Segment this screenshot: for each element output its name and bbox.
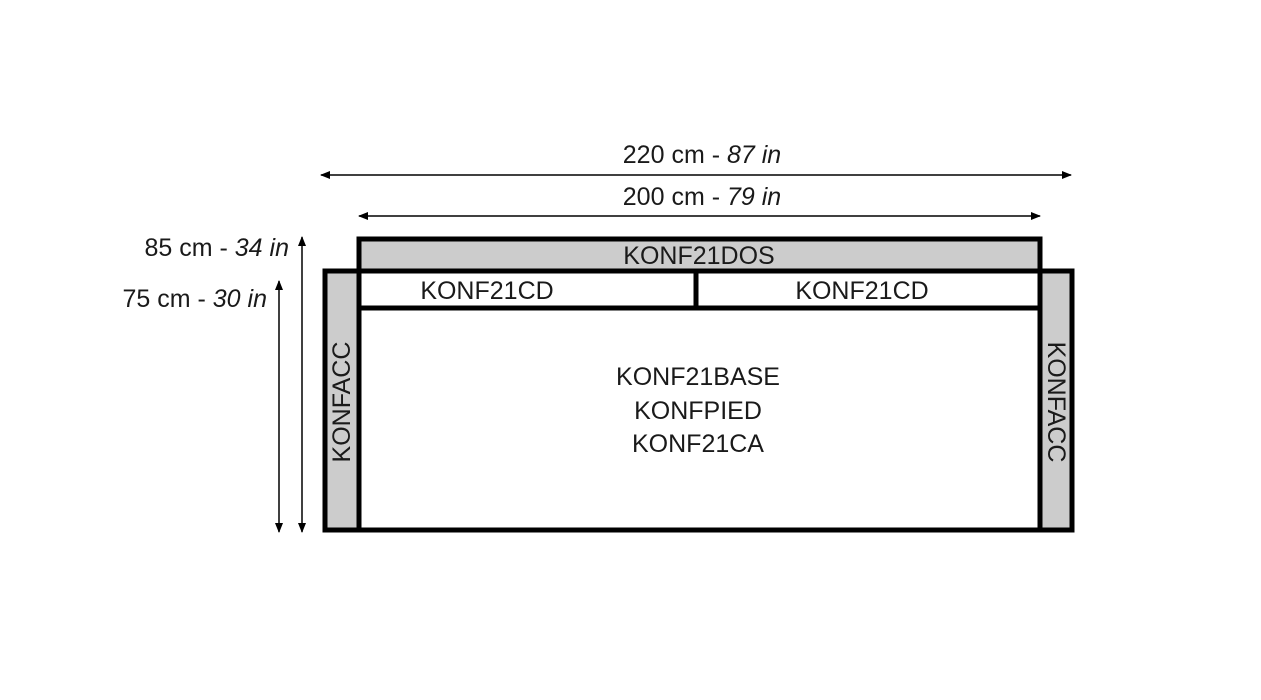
dim-height-total-in: 34 in xyxy=(235,234,289,262)
arm-right-panel xyxy=(1037,268,1075,533)
dim-width-inner-in: 79 in xyxy=(727,183,781,211)
cushion-right-panel xyxy=(693,268,1043,311)
dim-width-inner-sep: - xyxy=(705,183,727,211)
dim-height-seat-sep: - xyxy=(191,285,213,313)
dim-height-total-cm: 85 cm xyxy=(144,234,212,262)
dim-width-total-sep: - xyxy=(705,141,727,169)
cushion-right-label: KONF21CD xyxy=(795,277,928,305)
base-label-3: KONF21CA xyxy=(632,430,764,458)
base-label-2: KONFPIED xyxy=(634,397,762,425)
dim-width-total-in: 87 in xyxy=(727,141,781,169)
base-label-1: KONF21BASE xyxy=(616,363,780,391)
backrest-panel xyxy=(356,236,1043,274)
dim-width-total-cm: 220 cm xyxy=(623,141,705,169)
arm-left-panel xyxy=(322,268,362,533)
dim-height-seat-cm: 75 cm xyxy=(122,285,190,313)
dim-width-inner-cm: 200 cm xyxy=(623,183,705,211)
dim-height-seat-in: 30 in xyxy=(213,285,267,313)
dim-width-inner-label: 200 cm - 79 in xyxy=(623,183,781,211)
arm-right-label: KONFACC xyxy=(1042,342,1070,463)
dim-height-seat-label: 75 cm - 30 in xyxy=(122,285,267,313)
backrest-label: KONF21DOS xyxy=(623,242,774,270)
dim-height-total-label: 85 cm - 34 in xyxy=(144,234,289,262)
base-panel xyxy=(356,305,1043,533)
arm-left-label: KONFACC xyxy=(328,342,356,463)
dim-width-total-label: 220 cm - 87 in xyxy=(623,141,781,169)
dim-height-total-sep: - xyxy=(213,234,235,262)
cushion-left-label: KONF21CD xyxy=(420,277,553,305)
